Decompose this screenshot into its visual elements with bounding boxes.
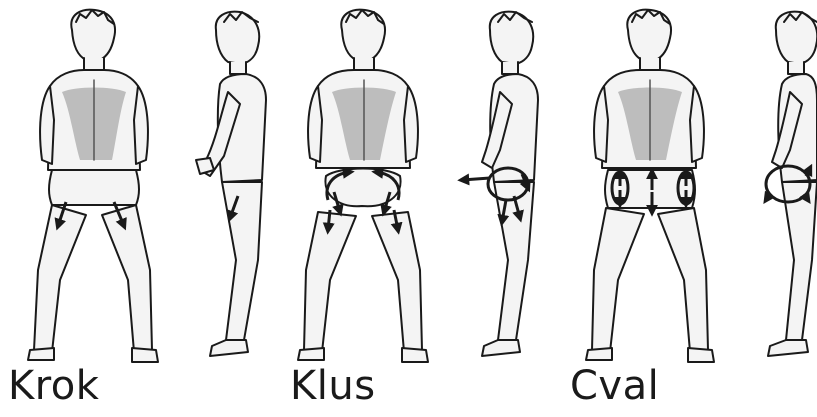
- label-canter: Cval: [570, 360, 659, 412]
- rider-back-trot: [298, 10, 428, 362]
- label-trot: Klus: [290, 360, 376, 412]
- rider-side-trot: [482, 12, 538, 356]
- rider-side-walk: [196, 12, 266, 356]
- rider-back-walk: [28, 10, 158, 362]
- label-walk: Krok: [8, 360, 99, 412]
